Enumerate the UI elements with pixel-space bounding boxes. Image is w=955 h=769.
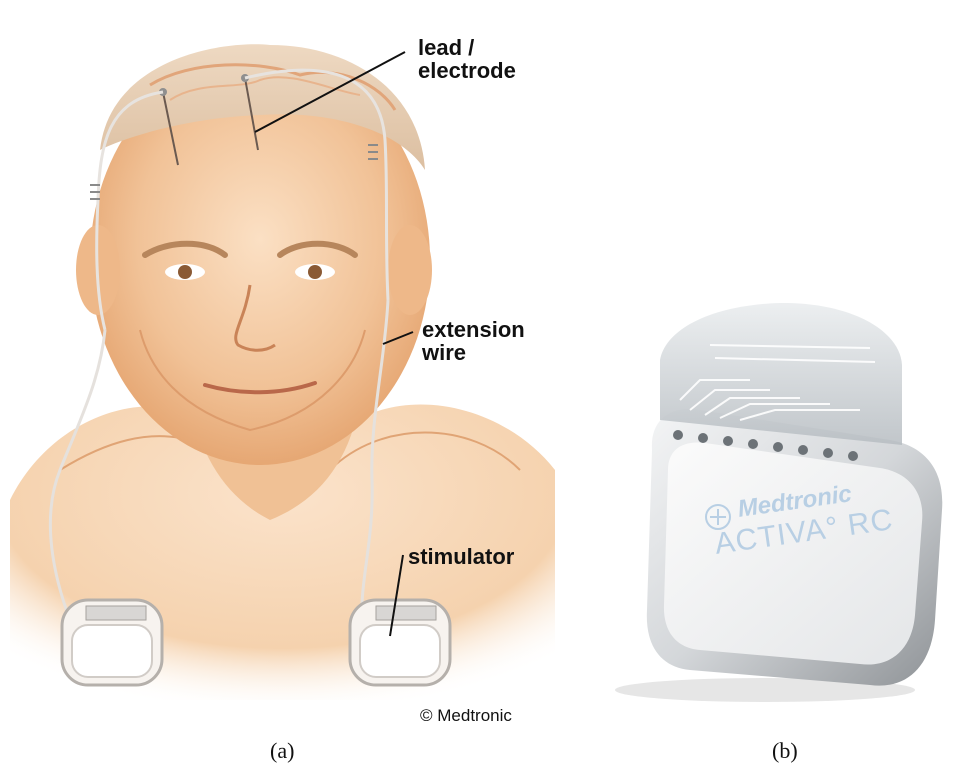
dbs-illustration	[0, 0, 560, 769]
device-header	[660, 303, 902, 445]
caption-a: (a)	[270, 738, 294, 764]
stimulator-right	[350, 600, 450, 685]
activa-rc-device	[590, 0, 955, 769]
copyright-text: © Medtronic	[420, 706, 512, 726]
illustration-panel-a: lead / electrode extension wire stimulat…	[0, 0, 560, 769]
label-lead-electrode: lead / electrode	[418, 36, 516, 82]
label-stimulator: stimulator	[408, 545, 514, 568]
label-extension-wire: extension wire	[422, 318, 525, 364]
device-face	[664, 442, 922, 664]
stimulator-left	[62, 600, 162, 685]
device-photo-panel-b: Medtronic ACTIVA° RC (b)	[590, 0, 955, 769]
caption-b: (b)	[772, 738, 798, 764]
